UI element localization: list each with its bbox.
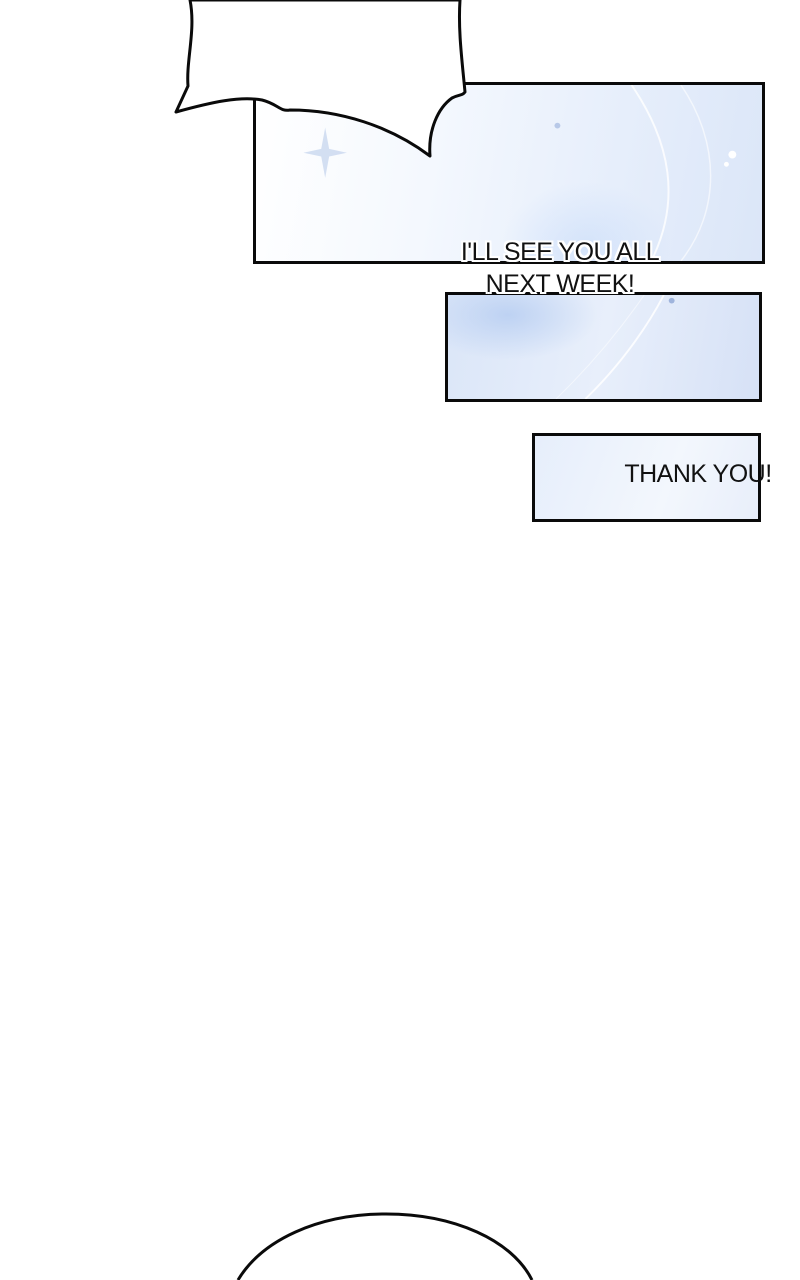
caption-farewell: I'LL SEE YOU ALL NEXT WEEK! <box>440 236 680 300</box>
caption-thanks: THANK YOU! <box>624 460 772 488</box>
caption-farewell-line2: NEXT WEEK! <box>485 270 635 298</box>
comic-panel-small <box>532 433 761 522</box>
panel-top-texture <box>303 85 737 261</box>
panel-middle-texture <box>555 295 675 399</box>
speech-balloon-bottom <box>236 1212 534 1280</box>
sparkle-icon <box>303 127 347 178</box>
caption-farewell-line1: I'LL SEE YOU ALL <box>460 238 660 266</box>
comic-panel-middle <box>445 292 762 402</box>
